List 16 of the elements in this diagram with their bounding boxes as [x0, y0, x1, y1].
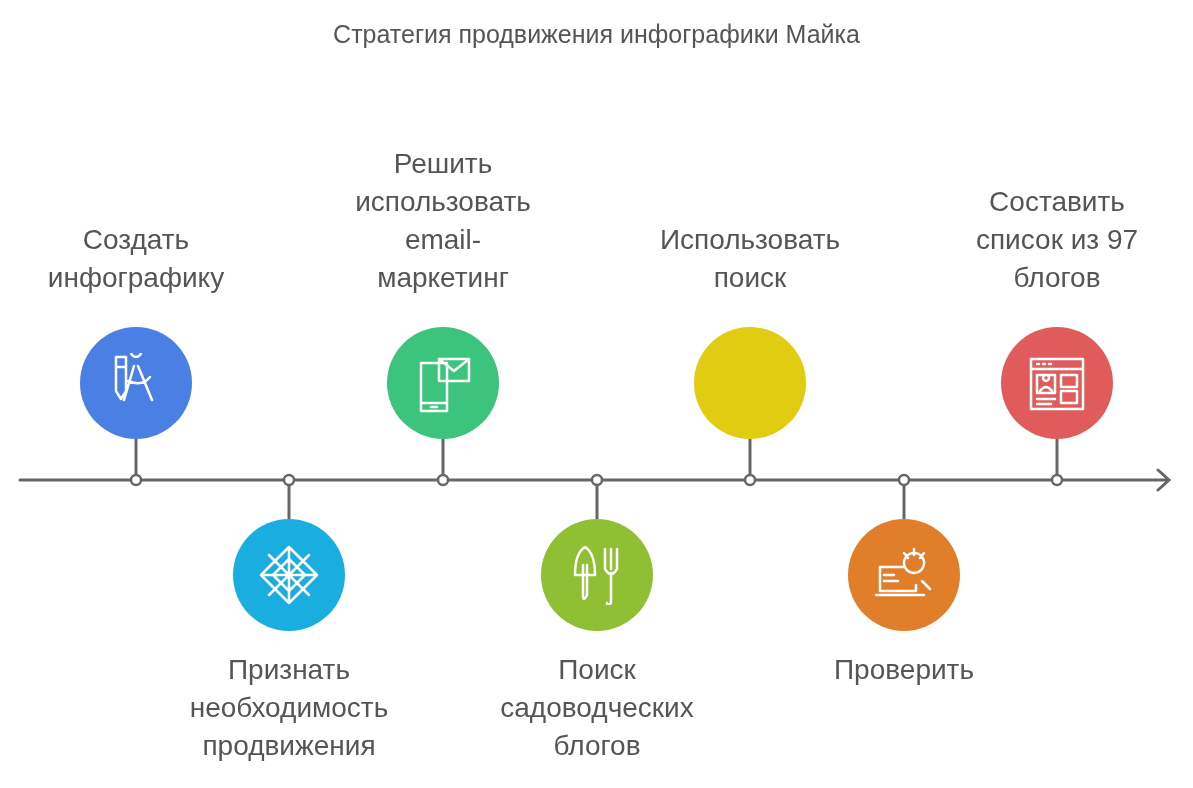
diagram-title: Стратегия продвижения инфографики Майка — [332, 20, 861, 49]
step-label: Признать необходимость продвижения — [189, 653, 389, 763]
step-label: Составить список из 97 блогов — [974, 185, 1140, 295]
step-label: Проверить — [833, 653, 975, 687]
connector-line — [129, 439, 143, 487]
step-label: Создать инфографику — [46, 223, 226, 295]
connector-line — [1050, 439, 1064, 487]
connector-line — [743, 439, 757, 487]
connector-line — [897, 473, 911, 519]
connector-line — [282, 473, 296, 519]
step-label: Использовать поиск — [658, 223, 842, 295]
step-label: Решить использовать email-маркетинг — [354, 147, 532, 295]
timeline-axis — [18, 468, 1172, 492]
connector-line — [590, 473, 604, 519]
connector-line — [436, 439, 450, 487]
step-label: Поиск садоводческих блогов — [499, 653, 695, 763]
